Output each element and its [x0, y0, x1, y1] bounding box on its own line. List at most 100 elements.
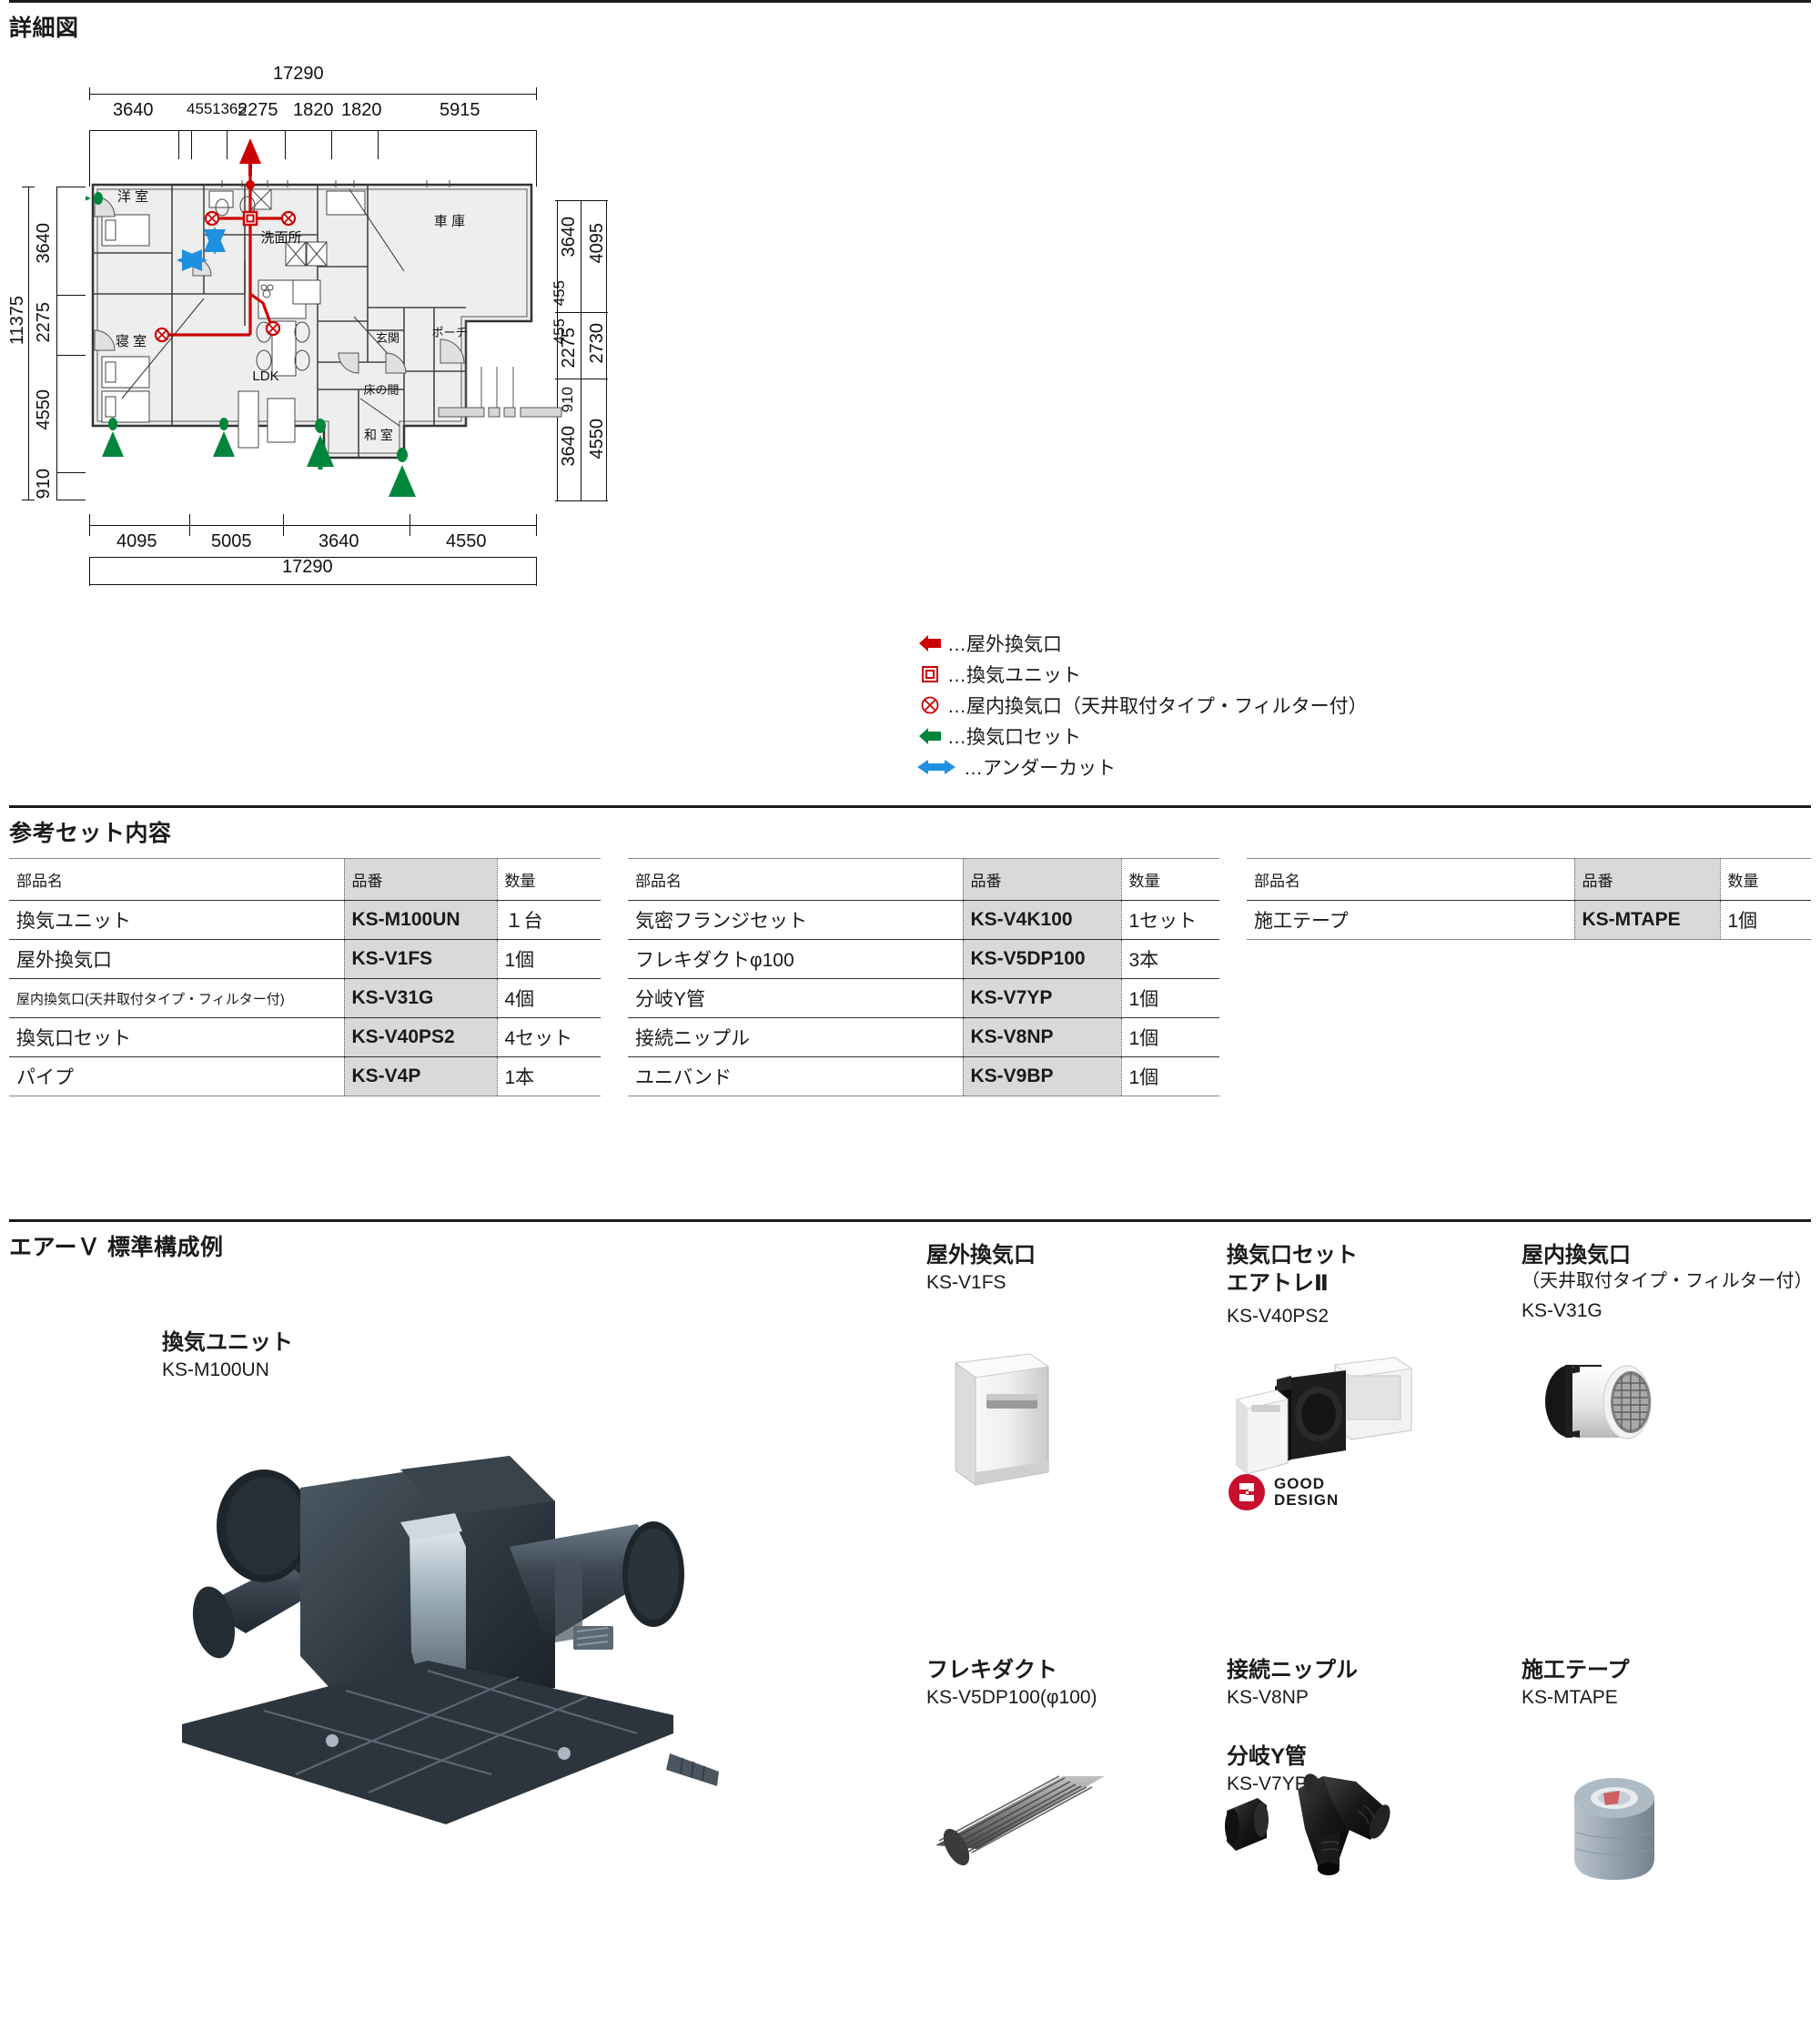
dim-bottom-seg-0: 4095	[116, 531, 157, 551]
th-pn-2: 品番	[962, 858, 1122, 901]
product-note: （天井取付タイプ・フィルター付）	[1522, 1271, 1813, 1292]
product-code: KS-M100UN	[162, 1359, 269, 1381]
product-code: KS-V40PS2	[1227, 1306, 1330, 1328]
th-name-2: 部品名	[635, 873, 682, 890]
dim-bottom-seg-1: 5005	[211, 531, 252, 551]
legend-label-0: …屋外換気口	[947, 634, 1062, 655]
room-label-senmenjo: 洗面所	[260, 230, 301, 246]
cell-pn: KS-V1FS	[343, 939, 498, 979]
product-name: 屋内換気口	[1522, 1243, 1631, 1268]
table-row: 気密フランジセット KS-V4K100 1セット	[628, 900, 1219, 940]
cell-pn: KS-V4P	[343, 1056, 498, 1096]
product-name: 屋外換気口	[926, 1243, 1036, 1268]
product-code: KS-V7YP	[1227, 1773, 1308, 1795]
cell-qty: 1個	[1727, 911, 1758, 932]
dim-top-total: 17290	[273, 64, 324, 84]
cell-name: 換気口セット	[16, 1028, 131, 1049]
legend-label-3: …換気口セット	[947, 727, 1081, 748]
dim-top-seg-4: 1820	[293, 100, 334, 120]
room-label-porch: ポーチ	[431, 326, 467, 339]
cell-name: 換気ユニット	[16, 911, 131, 932]
cell-qty: 4個	[504, 989, 535, 1010]
cell-qty: 4セット	[504, 1028, 573, 1049]
cell-qty: 3本	[1128, 950, 1159, 971]
cell-qty: 1個	[504, 950, 535, 971]
th-qty-3: 数量	[1727, 873, 1759, 890]
good-design-line1: GOOD	[1274, 1475, 1326, 1493]
cell-pn: KS-MTAPE	[1573, 900, 1721, 940]
legend-row-vent-set: …換気口セット	[915, 721, 1368, 752]
cell-pn: KS-V7YP	[962, 978, 1122, 1018]
product-code: KS-MTAPE	[1522, 1687, 1618, 1709]
dim-bottom-total: 17290	[282, 557, 333, 577]
cell-name: パイプ	[16, 1067, 74, 1088]
cell-qty: １台	[504, 911, 543, 932]
legend-label-2: …屋内換気口（天井取付タイプ・フィルター付）	[947, 696, 1368, 717]
product-code: KS-V31G	[1522, 1300, 1603, 1322]
room-label-shinshitsu: 寝 室	[116, 333, 147, 349]
ref-set-rule	[9, 805, 1811, 808]
product-label-indoor-vent: 屋内換気口 （天井取付タイプ・フィルター付） KS-V31G	[1522, 1241, 1813, 1326]
product-photo-vent-set	[1235, 1357, 1413, 1475]
table-row: 換気口セット KS-V40PS2 4セット	[9, 1017, 601, 1057]
legend-label-1: …換気ユニット	[947, 665, 1081, 686]
product-name: 換気口セット	[1227, 1243, 1358, 1268]
th-qty-1: 数量	[504, 873, 536, 890]
indoor-vent-circle-icon	[915, 695, 945, 715]
table-row: 屋外換気口 KS-V1FS 1個	[9, 939, 601, 979]
table-row: パイプ KS-V4P 1本	[9, 1056, 601, 1096]
cell-name: フレキダクトφ100	[635, 950, 794, 971]
vent-unit-square-icon	[915, 665, 945, 683]
cell-pn: KS-V4K100	[962, 900, 1122, 940]
room-label-ldk: LDK	[252, 369, 278, 384]
parts-table-2: 部品名 品番 数量 気密フランジセット KS-V4K100 1セット フレキダク…	[628, 858, 1219, 1096]
good-design-line2: DESIGN	[1274, 1491, 1340, 1509]
table-row: ユニバンド KS-V9BP 1個	[628, 1056, 1219, 1096]
cell-qty: 1個	[1128, 989, 1159, 1010]
product-name: 分岐Y管	[1227, 1744, 1308, 1769]
cell-name: ユニバンド	[635, 1067, 733, 1088]
room-label-genkan: 玄関	[376, 331, 399, 345]
cell-name: 分岐Y管	[635, 989, 706, 1010]
legend-row-undercut: …アンダーカット	[915, 752, 1368, 783]
product-photo-tape	[1574, 1778, 1654, 1880]
room-label-tokonoma: 床の間	[363, 383, 399, 397]
undercut-arrow-icon	[915, 759, 958, 775]
product-name: 換気ユニット	[162, 1330, 293, 1355]
dim-top-seg-5: 1820	[341, 100, 382, 120]
product-photo-y-pipe	[1225, 1773, 1390, 1875]
outdoor-vent-arrow-icon	[915, 635, 945, 651]
table-row: 施工テープ KS-MTAPE 1個	[1247, 900, 1811, 940]
product-code: KS-V1FS	[926, 1272, 1006, 1294]
product-name: 施工テープ	[1522, 1658, 1630, 1682]
product-code: KS-V5DP100(φ100)	[926, 1687, 1097, 1709]
parts-table-3: 部品名 品番 数量 施工テープ KS-MTAPE 1個	[1247, 858, 1811, 940]
dim-left-seg-0: 3640	[34, 223, 54, 264]
cell-qty: 1本	[504, 1067, 535, 1088]
standard-section-rule	[9, 1219, 1811, 1222]
cell-name: 屋外換気口	[16, 950, 112, 971]
product-label-outdoor-vent: 屋外換気口 KS-V1FS	[926, 1241, 1036, 1298]
cell-qty: 1個	[1128, 1067, 1159, 1088]
dim-top-seg-0: 3640	[113, 100, 154, 120]
product-label-y-pipe: 分岐Y管 KS-V7YP	[1227, 1742, 1308, 1799]
good-design-mark-icon	[1228, 1474, 1265, 1510]
cell-qty: 1個	[1128, 1028, 1159, 1049]
parts-table-1: 部品名 品番 数量 換気ユニット KS-M100UN １台 屋外換気口 KS-V…	[9, 858, 601, 1096]
dim-left-seg-2: 4550	[34, 389, 54, 430]
detail-section-rule	[9, 0, 1811, 3]
product-name: フレキダクト	[926, 1658, 1057, 1682]
dim-bottom-seg-2: 3640	[318, 531, 359, 551]
detail-section-title: 詳細図	[9, 15, 79, 41]
dim-top-seg-6: 5915	[440, 100, 480, 120]
dim-top-seg-3: 2275	[238, 100, 278, 120]
cell-name: 施工テープ	[1254, 911, 1349, 932]
table-row: 屋内換気口(天井取付タイプ・フィルター付) KS-V31G 4個	[9, 978, 601, 1018]
legend-row-vent-unit: …換気ユニット	[915, 659, 1368, 690]
product-code: KS-V8NP	[1227, 1687, 1309, 1709]
cell-pn: KS-V40PS2	[343, 1017, 498, 1057]
cell-name: 気密フランジセット	[635, 911, 807, 932]
cell-pn: KS-M100UN	[343, 900, 498, 940]
table-row: 分岐Y管 KS-V7YP 1個	[628, 978, 1219, 1018]
legend: …屋外換気口 …換気ユニット …屋内換気口（天井取付タイプ・フィルター付） …換…	[915, 628, 1368, 783]
